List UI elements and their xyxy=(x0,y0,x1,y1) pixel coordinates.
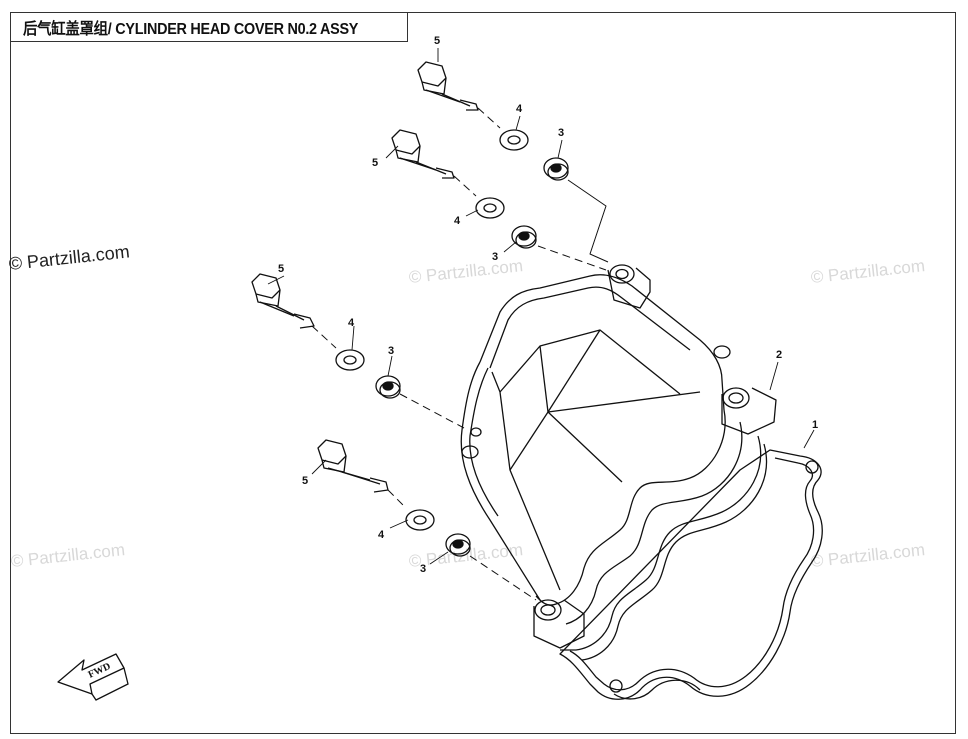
grommet-part-3 xyxy=(445,533,471,557)
callout-label: 4 xyxy=(378,529,385,541)
washer-part-4 xyxy=(475,197,505,219)
grommet-part-3 xyxy=(511,225,537,249)
diagram-title: 后气缸盖罩组/ CYLINDER HEAD COVER N0.2 ASSY xyxy=(23,21,359,38)
callout-label: 5 xyxy=(278,263,284,275)
forward-arrow-icon: FWD xyxy=(57,653,129,701)
washer-part-4 xyxy=(499,129,529,151)
callout-label: 3 xyxy=(492,251,498,263)
bolt-part-5 xyxy=(251,273,315,329)
callout-label: 3 xyxy=(420,563,426,575)
washer-part-4 xyxy=(405,509,435,531)
bolt-part-5 xyxy=(317,439,389,493)
callout-leaders xyxy=(267,48,815,565)
bolt-part-5 xyxy=(417,61,479,111)
callout-label: 3 xyxy=(388,345,394,357)
cylinder-head-cover-part-2 xyxy=(460,264,777,661)
grommet-part-3 xyxy=(543,157,569,181)
callout-label: 5 xyxy=(434,35,440,47)
callout-label: 5 xyxy=(372,157,378,169)
callout-label: 1 xyxy=(812,419,818,431)
callout-label: 3 xyxy=(558,127,564,139)
leader-line xyxy=(567,179,609,263)
callout-label: 4 xyxy=(348,317,355,329)
alignment-lines xyxy=(311,107,607,601)
diagram-title-box: 后气缸盖罩组/ CYLINDER HEAD COVER N0.2 ASSY xyxy=(10,12,409,42)
callout-label: 2 xyxy=(776,349,782,361)
callout-label: 4 xyxy=(454,215,461,227)
bolt-part-5 xyxy=(391,129,455,179)
washer-part-4 xyxy=(335,349,365,371)
callout-label: 4 xyxy=(516,103,523,115)
grommet-part-3 xyxy=(375,375,401,399)
callout-label: 5 xyxy=(302,475,308,487)
gasket-part-1 xyxy=(559,449,823,700)
diagram-frame xyxy=(10,12,956,734)
